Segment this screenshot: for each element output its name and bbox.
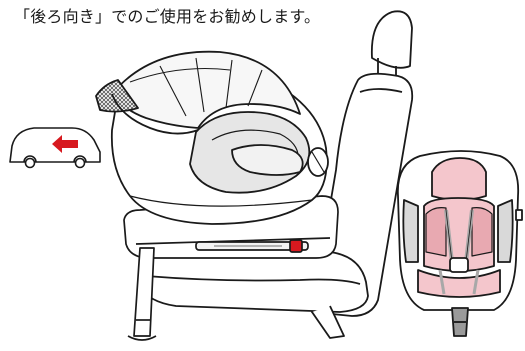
usage-caption: 「後ろ向き」でのご使用をお勧めします。 bbox=[14, 7, 321, 26]
seat-rail bbox=[311, 305, 345, 339]
canopy-mesh bbox=[95, 79, 139, 113]
support-leg bbox=[133, 247, 155, 337]
child-seat-front-view bbox=[397, 150, 523, 337]
vehicle-seat bbox=[139, 10, 414, 339]
front-headrest bbox=[431, 157, 487, 201]
harness-buckle bbox=[449, 257, 469, 273]
canopy bbox=[111, 50, 301, 129]
seat-headrest bbox=[370, 10, 413, 69]
arrow-left-icon bbox=[52, 135, 78, 153]
car-direction-icon bbox=[9, 127, 101, 169]
seat-cushion bbox=[139, 251, 369, 313]
child-seat-shell bbox=[95, 50, 329, 225]
car-outline-icon bbox=[9, 127, 101, 169]
